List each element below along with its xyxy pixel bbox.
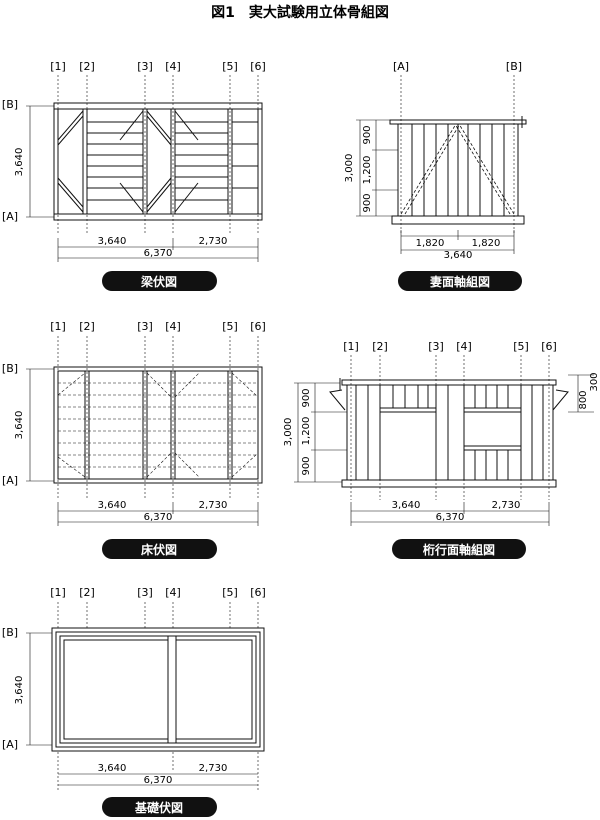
foundation-caption: 基礎伏図 <box>102 797 217 817</box>
floor-grid-label-6: [6] <box>250 320 266 333</box>
eave-frame <box>329 378 569 488</box>
floor-plan: [1] [2] [3] [4] [5] [6] [B] [A] <box>2 320 266 559</box>
figure-title: 図1 実大試験用立体骨組図 <box>211 4 389 21</box>
gable-caption: 妻面軸組図 <box>398 271 522 291</box>
grid-label-2: [2] <box>79 60 95 73</box>
eave-dim-800: 800 <box>578 390 589 409</box>
eave-elevation: [1] [2] [3] [4] [5] [6] <box>283 340 600 559</box>
foundation-grid-label-5: [5] <box>222 586 238 599</box>
gable-dim-1200: 1,200 <box>362 156 373 185</box>
eave-grid-label-3: [3] <box>428 340 444 353</box>
beam-plan-frame <box>53 102 263 221</box>
eave-dim-1200: 1,200 <box>301 417 312 446</box>
gable-dim-900-bottom: 900 <box>362 193 373 212</box>
eave-dim-900-bottom: 900 <box>301 456 312 475</box>
eave-dim-300: 300 <box>589 372 600 391</box>
eave-grid-label-6: [6] <box>541 340 557 353</box>
foundation-grid-label-2: [2] <box>79 586 95 599</box>
gable-grid-label-a: [A] <box>393 60 409 73</box>
floor-caption: 床伏図 <box>102 539 217 559</box>
floor-grid-label-1: [1] <box>50 320 66 333</box>
eave-dim-2730: 2,730 <box>492 500 521 511</box>
gable-caption-text: 妻面軸組図 <box>430 274 490 289</box>
floor-joists <box>57 372 259 478</box>
eave-grid-label-4: [4] <box>456 340 472 353</box>
eave-caption: 桁行面軸組図 <box>392 539 526 559</box>
grid-label-4: [4] <box>165 60 181 73</box>
grid-label-3: [3] <box>137 60 153 73</box>
foundation-dim-2730: 2,730 <box>199 763 228 774</box>
foundation-grid-label-b: [B] <box>2 626 18 639</box>
gable-dim-1820-left: 1,820 <box>416 238 445 249</box>
foundation-grid-label-6: [6] <box>250 586 266 599</box>
gable-dimension-lines <box>356 119 515 254</box>
floor-caption-text: 床伏図 <box>141 542 177 557</box>
gable-dim-3000: 3,000 <box>344 154 355 183</box>
floor-dim-3640: 3,640 <box>98 500 127 511</box>
beam-plan-caption: 梁伏図 <box>102 271 217 291</box>
gable-elevation: [A] [B] 3,00 <box>344 60 527 291</box>
foundation-dim-3640: 3,640 <box>98 763 127 774</box>
eave-dim-3640: 3,640 <box>392 500 421 511</box>
beam-plan-caption-text: 梁伏図 <box>140 274 177 289</box>
eave-caption-text: 桁行面軸組図 <box>423 542 495 557</box>
grid-label-5: [5] <box>222 60 238 73</box>
foundation-frame <box>51 627 265 752</box>
floor-grid-label-2: [2] <box>79 320 95 333</box>
gable-dim-3640: 3,640 <box>444 250 473 261</box>
grid-label-1: [1] <box>50 60 66 73</box>
eave-dim-6370: 6,370 <box>436 512 465 523</box>
floor-dim-6370: 6,370 <box>144 512 173 523</box>
grid-label-6: [6] <box>250 60 266 73</box>
floor-grid-label-3: [3] <box>137 320 153 333</box>
eave-grid-label-2: [2] <box>372 340 388 353</box>
foundation-grid-label-3: [3] <box>137 586 153 599</box>
beam-plan-dim-3640-vertical: 3,640 <box>14 148 25 177</box>
floor-grid-label-a: [A] <box>2 474 18 487</box>
foundation-dim-3640-vertical: 3,640 <box>14 676 25 705</box>
foundation-caption-text: 基礎伏図 <box>134 800 183 815</box>
gable-dim-900-top: 900 <box>362 125 373 144</box>
eave-grid-label-5: [5] <box>513 340 529 353</box>
floor-dim-2730: 2,730 <box>199 500 228 511</box>
floor-grid-label-5: [5] <box>222 320 238 333</box>
gable-dim-1820-right: 1,820 <box>472 238 501 249</box>
floor-grid-label-b: [B] <box>2 362 18 375</box>
floor-frame <box>53 366 263 484</box>
beam-plan-dimension-lines <box>26 105 259 262</box>
beam-plan-grid-labels: [1] [2] [3] [4] [5] [6] [B] [A] <box>2 60 266 223</box>
beam-plan-dim-6370: 6,370 <box>144 248 173 259</box>
eave-dim-900-top: 900 <box>301 388 312 407</box>
gable-frame <box>389 116 527 225</box>
foundation-grid-label-a: [A] <box>2 738 18 751</box>
foundation-dim-6370: 6,370 <box>144 775 173 786</box>
grid-label-b: [B] <box>2 98 18 111</box>
beam-plan-dim-2730: 2,730 <box>199 236 228 247</box>
grid-label-a: [A] <box>2 210 18 223</box>
gable-braces <box>400 123 515 215</box>
beam-plan-dim-3640: 3,640 <box>98 236 127 247</box>
foundation-plan: [1] [2] [3] [4] [5] [6] [B] [A] <box>2 586 266 817</box>
foundation-grid-label-4: [4] <box>165 586 181 599</box>
gable-grid-label-b: [B] <box>506 60 522 73</box>
floor-grid-label-4: [4] <box>165 320 181 333</box>
eave-grid-label-1: [1] <box>343 340 359 353</box>
beam-plan: [1] [2] [3] [4] [5] [6] [B] [A] <box>2 60 266 291</box>
floor-dim-3640-vertical: 3,640 <box>14 411 25 440</box>
eave-dim-3000: 3,000 <box>283 418 294 447</box>
foundation-grid-label-1: [1] <box>50 586 66 599</box>
